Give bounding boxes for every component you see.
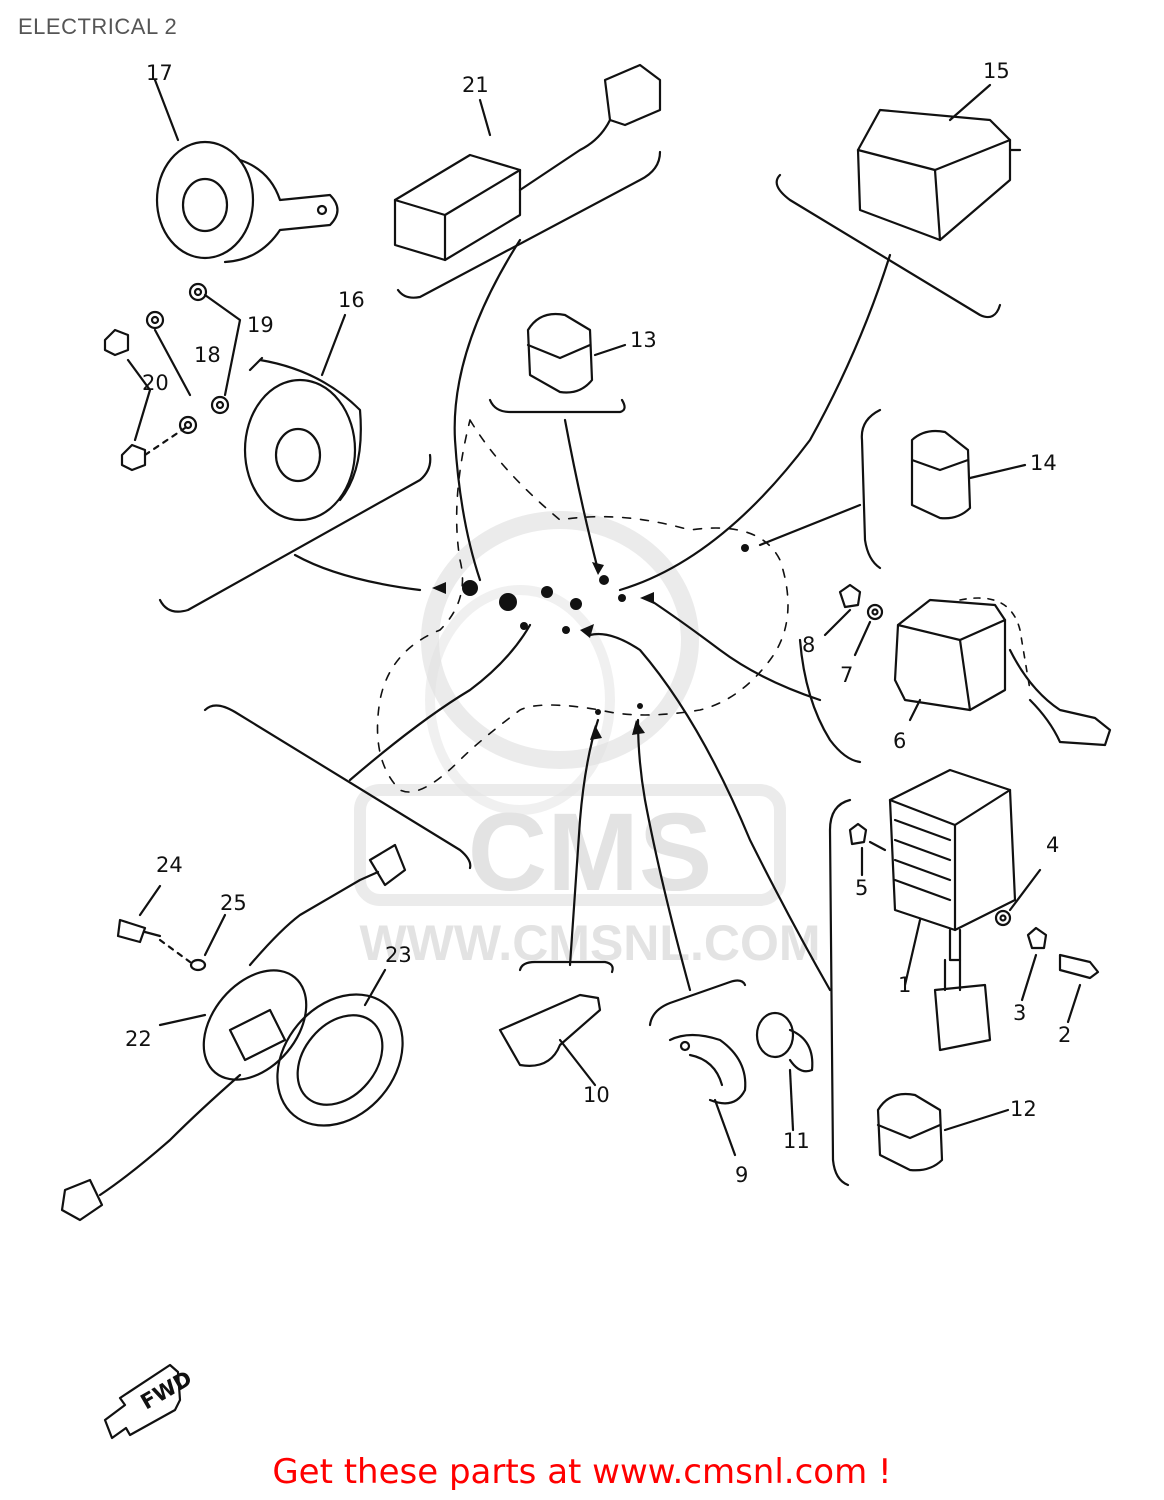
part-label-23: 23 [385, 943, 412, 967]
horn-16 [243, 356, 362, 522]
bracket-part-10 [498, 993, 602, 1087]
bracket-14 [860, 408, 882, 570]
footer-parts-link[interactable]: Get these parts at www.cmsnl.com ! [272, 1452, 892, 1492]
clamp-9 [668, 1033, 747, 1157]
wire-to-9 [636, 718, 692, 992]
bracket-16-17 [158, 453, 432, 613]
part-label-10: 10 [583, 1083, 610, 1107]
wire-to-15 [618, 253, 892, 592]
part-label-21: 21 [462, 73, 489, 97]
part-label-8: 8 [802, 633, 815, 657]
part-label-22: 22 [125, 1027, 152, 1051]
part-label-9: 9 [735, 1163, 748, 1187]
watermark: CMS WWW.CMSNL.COM [354, 511, 821, 971]
part-label-13: 13 [630, 328, 657, 352]
part-labels: 17 21 15 16 19 18 20 13 14 8 7 6 4 5 24 … [125, 59, 1071, 1187]
hub-connectors [462, 544, 749, 715]
wire-to-6 [648, 598, 822, 702]
part-label-24: 24 [156, 853, 183, 877]
fwd-arrow [103, 1363, 182, 1440]
washer-25 [158, 913, 227, 972]
bracket-9-11 [648, 979, 747, 1027]
hub-arrows [432, 562, 654, 740]
part-label-17: 17 [146, 61, 173, 85]
part-label-20: 20 [142, 371, 169, 395]
bracket-13 [488, 398, 626, 414]
fasteners-2-5 [848, 822, 1100, 1024]
fwd-arrow-label: FWD [137, 1366, 197, 1414]
wire-to-13 [563, 418, 600, 572]
bracket-6 [798, 638, 862, 764]
nuts-18-19-20 [103, 282, 242, 472]
part-label-15: 15 [983, 59, 1010, 83]
gasket-23 [276, 968, 404, 1127]
part-label-18: 18 [194, 343, 221, 367]
bracket-right [828, 798, 852, 1187]
bracket-21 [396, 150, 662, 299]
relay-12 [876, 1092, 1010, 1172]
unit-6 [823, 583, 1112, 747]
part-label-16: 16 [338, 288, 365, 312]
part-label-11: 11 [783, 1129, 810, 1153]
page-title: ELECTRICAL 2 [18, 14, 178, 39]
part-label-25: 25 [220, 891, 247, 915]
relay-14 [910, 429, 972, 520]
part-label-6: 6 [893, 729, 906, 753]
part-label-7: 7 [840, 663, 853, 687]
wire-to-14 [758, 503, 862, 547]
part-label-2: 2 [1058, 1023, 1071, 1047]
fuel-sender-22 [60, 843, 407, 1222]
part-label-4: 4 [1046, 833, 1059, 857]
part-label-14: 14 [1030, 451, 1057, 475]
bracket-15 [775, 173, 1002, 319]
bracket-left-lower [203, 704, 472, 870]
part-label-1: 1 [898, 973, 911, 997]
wire-left [348, 623, 532, 782]
bolt-24 [116, 884, 162, 944]
relay-13 [526, 312, 594, 394]
horn-17 [155, 140, 339, 264]
part-label-5: 5 [855, 876, 868, 900]
wire-to-16 [293, 553, 422, 592]
part-label-19: 19 [247, 313, 274, 337]
wire-to-21 [453, 238, 522, 582]
clamp-11 [755, 1011, 814, 1132]
part-label-3: 3 [1013, 1001, 1026, 1025]
relay-21 [393, 63, 662, 262]
part-label-12: 12 [1010, 1097, 1037, 1121]
regulator-1 [888, 768, 1017, 1052]
wire-to-1 [588, 632, 832, 992]
watermark-brand: CMS [468, 791, 712, 914]
unit-15 [856, 108, 1022, 242]
